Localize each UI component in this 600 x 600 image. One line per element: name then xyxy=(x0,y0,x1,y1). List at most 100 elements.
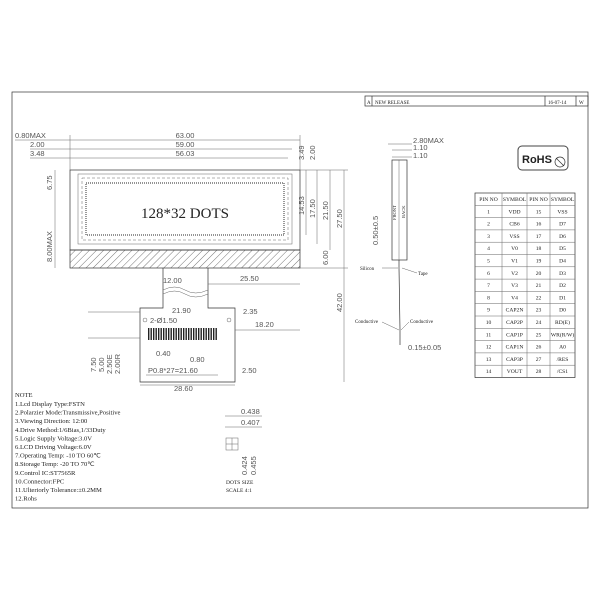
fpc-pin xyxy=(155,328,157,340)
dim-0-80max: 0.80MAX xyxy=(15,131,46,140)
pin-table-cell: CB6 xyxy=(509,222,519,228)
dim-5-00: 5.00 xyxy=(97,357,106,372)
pin-table-cell: V0 xyxy=(511,246,518,252)
dim-2-00: 2.00 xyxy=(30,140,45,149)
dim-28-60: 28.60 xyxy=(174,384,193,393)
fpc-pin xyxy=(213,328,215,340)
pin-table-cell: 2 xyxy=(487,222,490,228)
label-conductive-left: Conductive xyxy=(355,320,379,325)
pin-table-cell: 20 xyxy=(536,271,542,277)
dim-0-40: 0.40 xyxy=(156,349,171,358)
fpc-pin xyxy=(173,328,175,340)
note-item: 3.Viewing Direction: 12:00 xyxy=(15,418,88,425)
pin-table-cell: 1 xyxy=(487,209,490,215)
dim-14-53: 14.53 xyxy=(297,196,306,215)
dim-27-50: 27.50 xyxy=(335,209,344,228)
pin-table-cell: 13 xyxy=(486,357,492,363)
pin-table-cell: 11 xyxy=(486,332,492,338)
pin-table-cell: V4 xyxy=(511,295,518,301)
pin-table-cell: 12 xyxy=(486,345,492,351)
pin-table-cell: V2 xyxy=(511,271,518,277)
dim-3-49: 3.49 xyxy=(297,145,306,160)
notes-title: NOTE xyxy=(15,392,33,399)
hole-left xyxy=(142,317,148,323)
dim-0-15: 0.15±0.05 xyxy=(408,343,441,352)
dim-59: 59.00 xyxy=(176,140,195,149)
revision-block: A NEW RELEASE 16-07-14 W xyxy=(364,95,589,107)
pin-table-cell: 4 xyxy=(487,246,490,252)
note-item: 9.Control IC:ST7565R xyxy=(15,470,76,477)
revision-date: 16-07-14 xyxy=(548,101,567,106)
dots-size-label: DOTS SIZE xyxy=(226,480,254,486)
note-item: 5.Logic Supply Voltage:3.0V xyxy=(15,435,92,442)
dim-0-50: 0.50±0.5 xyxy=(371,216,380,245)
dim-8-00max: 8.00MAX xyxy=(45,231,54,262)
fpc-pin xyxy=(208,328,210,340)
note-item: 8.Storage Temp: -20 TO 70℃ xyxy=(15,461,95,468)
pin-table-cell: VOUT xyxy=(507,369,523,375)
pin-table-cell: 9 xyxy=(487,308,490,314)
pin-table-cell: 7 xyxy=(487,283,490,289)
pin-table-cell: 23 xyxy=(536,308,542,314)
dots-size: 0.438 0.407 0.424 0.455 DOTS SIZE SCALE … xyxy=(225,407,262,494)
pin-table-cell: VSS xyxy=(509,234,519,240)
fpc-pin xyxy=(198,328,200,340)
pin-table-cell: CAP1N xyxy=(506,345,524,351)
pin-table-cell: RD(E) xyxy=(555,319,570,326)
dim-0-438: 0.438 xyxy=(241,407,260,416)
dim-2-80max: 2.80MAX xyxy=(413,136,444,145)
pin-table-cell: /CS1 xyxy=(557,369,568,375)
pin-table-cell: VDD xyxy=(508,209,520,215)
dim-25-50: 25.50 xyxy=(240,274,259,283)
dim-2-00-right: 2.00 xyxy=(308,145,317,160)
drawing-frame xyxy=(11,91,589,509)
pin-table-cell: D1 xyxy=(559,295,566,301)
no-lead-icon xyxy=(554,156,566,168)
fpc-pins xyxy=(148,328,217,340)
fpc-pin xyxy=(163,328,165,340)
fpc-pin xyxy=(148,328,150,340)
pin-table-cell: CAP1P xyxy=(506,332,523,338)
dim-0-455: 0.455 xyxy=(249,456,258,475)
pin-table-cell: D6 xyxy=(559,234,566,240)
pin-table-cell: D5 xyxy=(559,246,566,252)
rohs-badge: RoHS xyxy=(517,145,569,171)
label-tape: Tape xyxy=(418,272,428,277)
dim-21-50: 21.50 xyxy=(321,201,330,220)
side-view: 2.80MAX 1.10 1.10 FRONT BACK 0.50±0.5 Si… xyxy=(355,136,444,352)
notes: NOTE 1.Lcd Display Type:FSTN2.Polarzier … xyxy=(15,392,121,503)
pin-table-cell: D0 xyxy=(559,308,566,314)
fpc-pin xyxy=(150,328,152,340)
dim-17-50: 17.50 xyxy=(308,199,317,218)
fpc-pin xyxy=(193,328,195,340)
pin-table-cell: 27 xyxy=(536,357,542,363)
pin-table-cell: 10 xyxy=(486,320,492,326)
pin-table-cell: 15 xyxy=(536,209,542,215)
fpc-pin xyxy=(158,328,160,340)
dim-1-10b: 1.10 xyxy=(413,151,428,160)
pin-table-cell: D7 xyxy=(559,222,566,228)
lcd-front-view: 128*32 DOTS xyxy=(69,169,301,269)
fpc-pin xyxy=(170,328,172,340)
note-item: 2.Polarzier Mode:Transmissive,Positive xyxy=(15,410,121,417)
dim-18-20: 18.20 xyxy=(255,320,274,329)
label-conductive-right: Conductive xyxy=(410,320,434,325)
fpc-pin xyxy=(168,328,170,340)
pin-table-cell: D4 xyxy=(559,259,566,265)
fpc-pin xyxy=(185,328,187,340)
note-item: 12.Rohs xyxy=(15,496,37,503)
dim-3-48: 3.48 xyxy=(30,149,45,158)
pin-table-cell: 3 xyxy=(487,234,490,240)
fpc-pin xyxy=(178,328,180,340)
dim-hole: 2-Ø1.50 xyxy=(150,316,177,325)
pin-table-cell: D2 xyxy=(559,283,566,289)
fpc-pin xyxy=(190,328,192,340)
dim-2-50: 2.50 xyxy=(242,366,257,375)
fpc-pin xyxy=(153,328,155,340)
pin-table-cell: 8 xyxy=(487,295,490,301)
pin-table-cell: 26 xyxy=(536,345,542,351)
hatched-ledge xyxy=(69,249,301,269)
dim-0-80: 0.80 xyxy=(190,355,205,364)
pin-table-header: SYMBOL xyxy=(551,197,575,203)
fpc-pin xyxy=(160,328,162,340)
